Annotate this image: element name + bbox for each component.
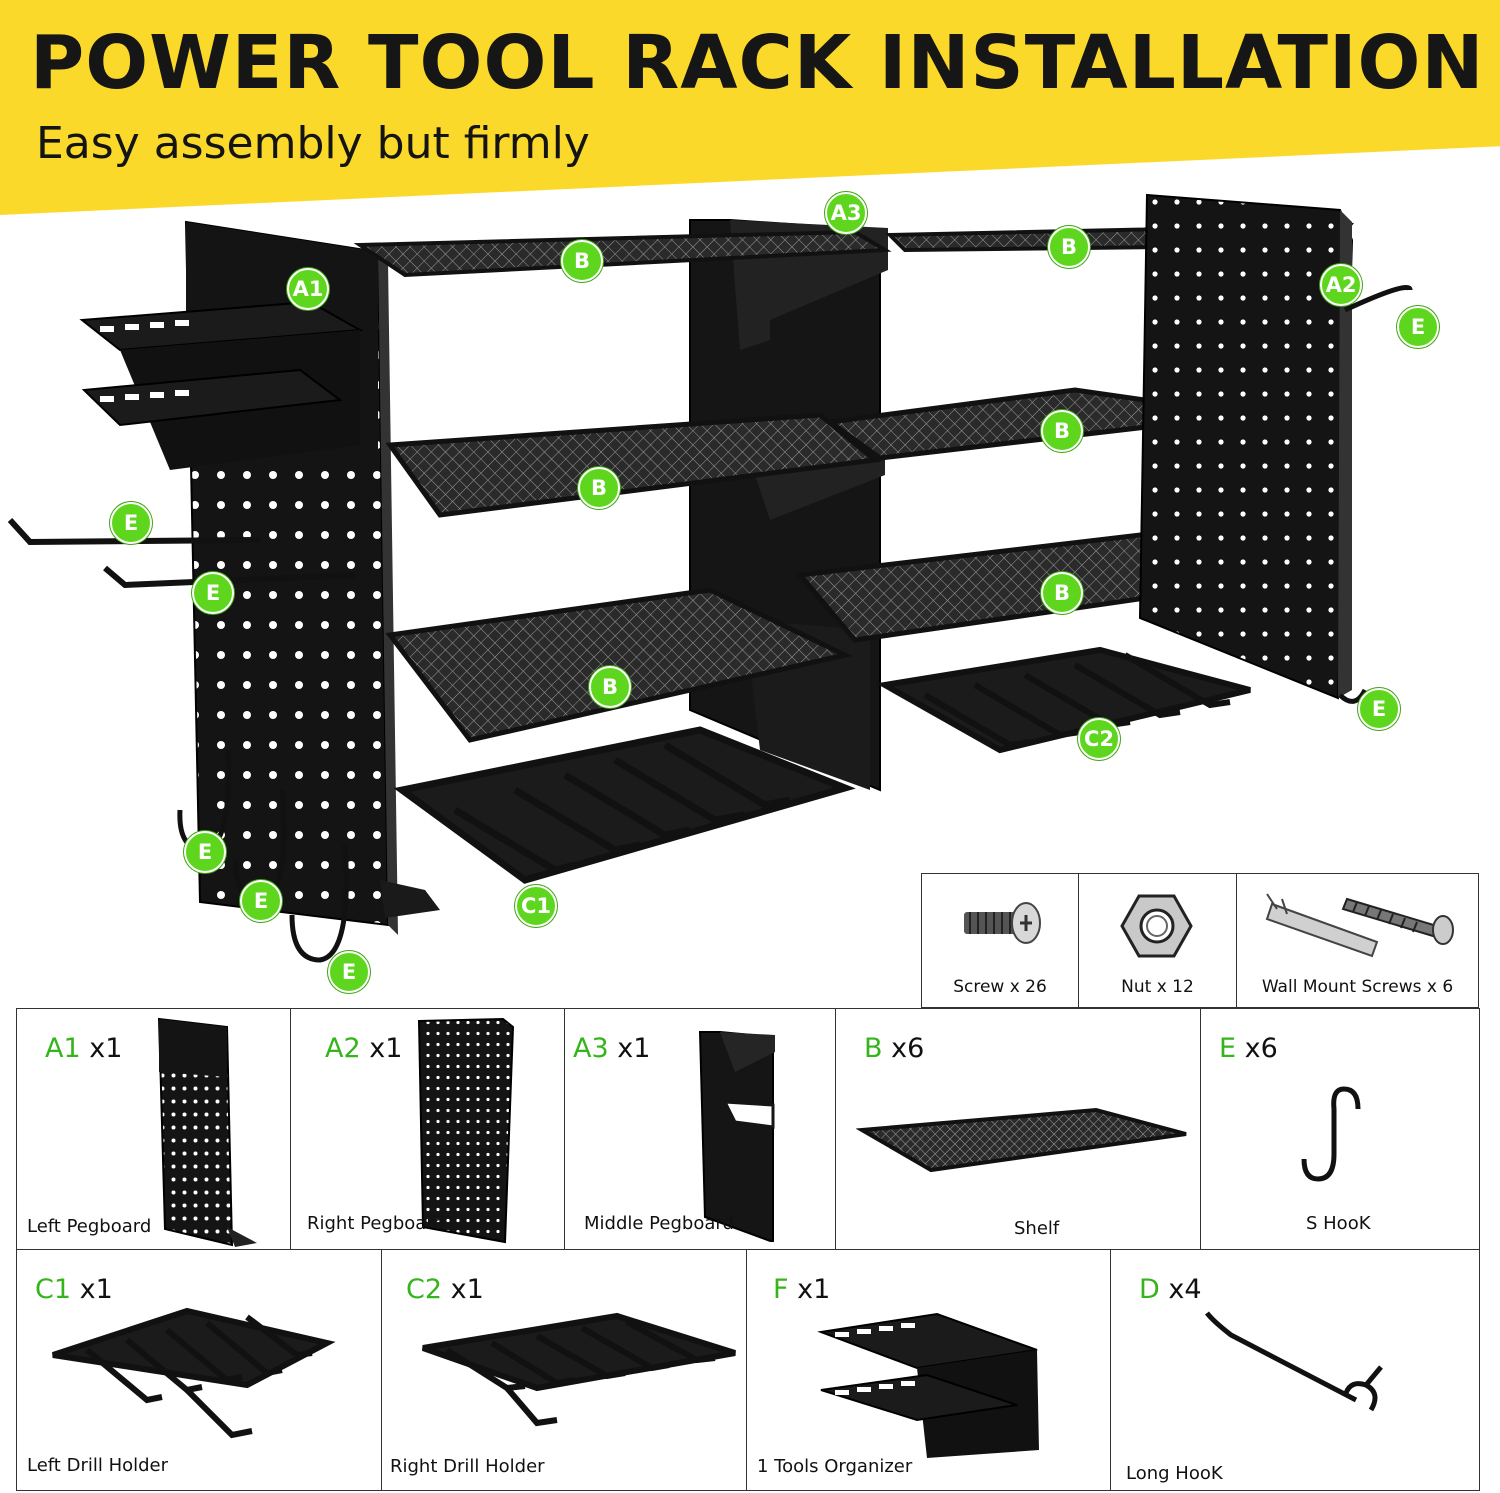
part-code: A2 x1 [325, 1033, 403, 1064]
callout-c1: C1 [515, 885, 557, 927]
long-hook-icon [1205, 1311, 1383, 1412]
part-b: B x6 Shelf [835, 1008, 1201, 1250]
page-title: POWER TOOL RACK INSTALLATION [30, 20, 1485, 106]
part-e: E x6 S HooK [1200, 1008, 1480, 1250]
screw-icon [964, 902, 1041, 944]
part-label: 1 Tools Organizer [757, 1456, 913, 1477]
part-a3: A3 x1 Middle Pegboard [564, 1008, 836, 1250]
part-label: Long HooK [1126, 1463, 1223, 1484]
callout-a2: A2 [1320, 264, 1362, 306]
part-c2: C2 x1 Right Drill Holder [381, 1249, 747, 1491]
part-label: S HooK [1306, 1213, 1371, 1234]
callout-a1: A1 [287, 268, 329, 310]
callout-b-1: B [561, 240, 603, 282]
part-f: F x1 1 Tools Organizer [746, 1249, 1112, 1491]
part-label: Right Pegboard [307, 1213, 445, 1234]
right-drill-holder-icon [422, 1312, 736, 1427]
s-hook-icon [1301, 1086, 1361, 1182]
callout-e-6: E [240, 880, 282, 922]
part-code: A3 x1 [573, 1033, 651, 1064]
rack-assembly-drawing [7, 193, 1413, 963]
callout-b-3: B [578, 467, 620, 509]
callout-b-5: B [589, 666, 631, 708]
callout-e-4: E [1358, 688, 1400, 730]
hardware-label: Nut x 12 [1121, 977, 1194, 997]
shelf-icon [856, 1107, 1187, 1173]
part-code: D x4 [1139, 1274, 1202, 1305]
right-pegboard [1138, 193, 1354, 700]
callout-b-4: B [1041, 410, 1083, 452]
part-label: Right Drill Holder [390, 1456, 545, 1477]
callout-e-7: E [328, 951, 370, 993]
middle-pegboard-icon [698, 1031, 775, 1242]
part-a2: A2 x1 Right Pegboard [290, 1008, 565, 1250]
callout-c2: C2 [1078, 718, 1120, 760]
callout-b-2: B [1048, 226, 1090, 268]
callout-e-2: E [192, 572, 234, 614]
part-code: C2 x1 [406, 1274, 484, 1305]
part-code: F x1 [773, 1274, 831, 1305]
part-code: B x6 [864, 1033, 925, 1064]
callout-e-3: E [1397, 306, 1439, 348]
hex-nut-icon [1120, 894, 1193, 958]
wall-anchor-icon [1265, 893, 1454, 958]
part-d: D x4 Long HooK [1110, 1249, 1480, 1491]
hardware-screw: Screw x 26 [921, 873, 1078, 1008]
part-label: Left Drill Holder [27, 1455, 169, 1476]
assembly-illustration: A1 A3 A2 B B B B B B E E E E E E E C1 C2 [0, 190, 1500, 1000]
part-code: C1 x1 [35, 1274, 113, 1305]
left-pegboard-icon [157, 1017, 257, 1247]
callout-a3: A3 [825, 192, 867, 234]
right-pegboard-icon [417, 1017, 515, 1244]
part-a1: A1 x1 Left Pegboard [16, 1008, 291, 1250]
hardware-label: Screw x 26 [953, 977, 1047, 997]
tools-organizer-icon [817, 1312, 1039, 1458]
hardware-nut: Nut x 12 [1078, 873, 1236, 1008]
page-subtitle: Easy assembly but firmly [36, 118, 590, 169]
part-label: Left Pegboard [27, 1216, 152, 1237]
part-c1: C1 x1 Left Drill Holder [16, 1249, 382, 1491]
hardware-label: Wall Mount Screws x 6 [1261, 977, 1454, 997]
part-code: E x6 [1219, 1033, 1278, 1064]
part-label: Middle Pegboard [584, 1213, 734, 1234]
callout-e-5: E [184, 831, 226, 873]
callout-e-1: E [110, 502, 152, 544]
left-drill-holder-icon [52, 1307, 336, 1439]
callout-b-6: B [1041, 572, 1083, 614]
part-code: A1 x1 [45, 1033, 123, 1064]
hardware-wall-mount: Wall Mount Screws x 6 [1236, 873, 1479, 1008]
part-label: Shelf [1014, 1218, 1060, 1239]
